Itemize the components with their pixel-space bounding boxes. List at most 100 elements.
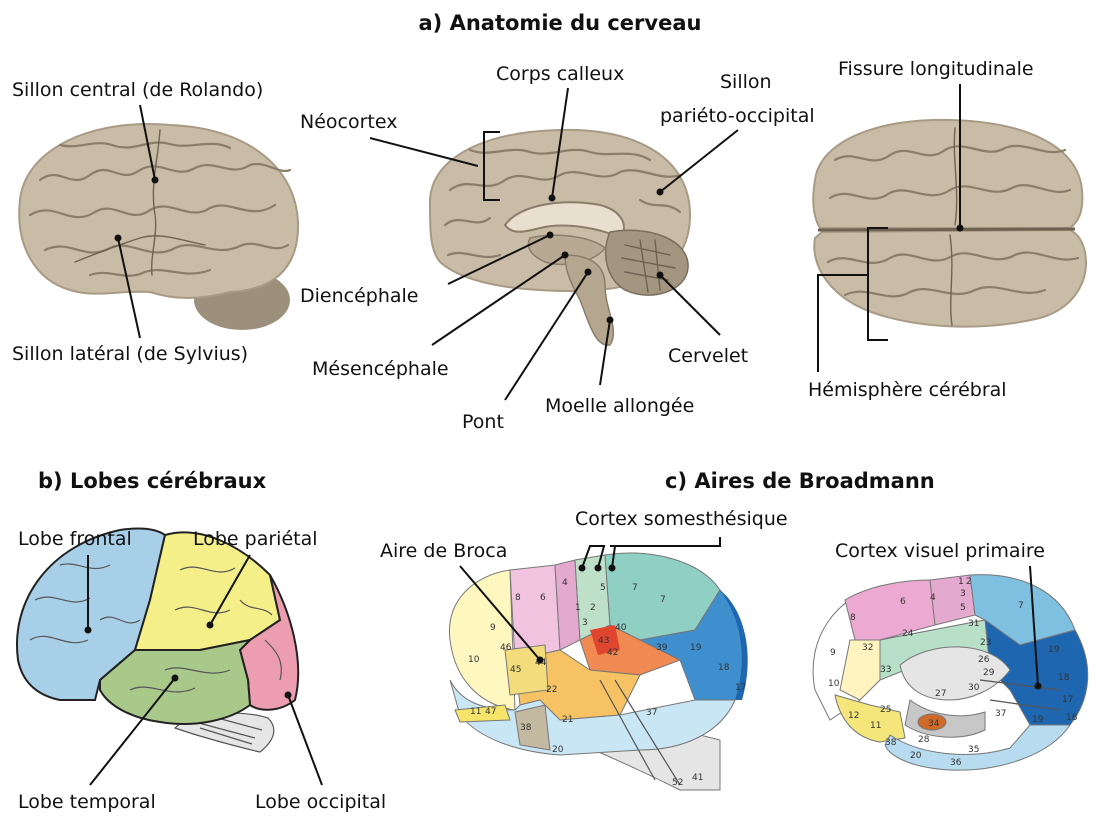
- dot-lobe-parietal: [207, 622, 214, 629]
- label-diencephale: Diencéphale: [300, 285, 419, 307]
- svg-text:4: 4: [930, 593, 936, 603]
- label-fissure: Fissure longitudinale: [838, 58, 1034, 80]
- dot-diencephale: [547, 232, 554, 239]
- svg-text:43: 43: [598, 636, 609, 646]
- dot-somesthesique-2: [595, 565, 602, 572]
- dot-somesthesique-3: [609, 565, 616, 572]
- dot-lobe-occipital: [285, 692, 292, 699]
- svg-text:28: 28: [918, 735, 930, 745]
- dot-sillon-central: [152, 177, 159, 184]
- label-sillon-central: Sillon central (de Rolando): [12, 79, 263, 101]
- svg-text:4: 4: [562, 578, 568, 588]
- svg-text:30: 30: [968, 683, 980, 693]
- svg-text:47: 47: [485, 707, 496, 717]
- dot-cervelet: [657, 272, 664, 279]
- svg-text:7: 7: [1018, 601, 1024, 611]
- svg-text:12: 12: [848, 711, 859, 721]
- dot-pont: [585, 269, 592, 276]
- svg-text:31: 31: [968, 619, 979, 629]
- svg-text:19: 19: [690, 643, 702, 653]
- section-a-title: a) Anatomie du cerveau: [419, 11, 702, 35]
- section-b-title: b) Lobes cérébraux: [38, 469, 267, 493]
- svg-text:45: 45: [510, 665, 521, 675]
- svg-text:37: 37: [646, 708, 657, 718]
- dot-lobe-frontal: [85, 627, 92, 634]
- broadmann-medial-diagram: [813, 575, 1088, 770]
- dot-moelle: [607, 317, 614, 324]
- label-lobe-frontal: Lobe frontal: [18, 528, 132, 550]
- svg-text:20: 20: [552, 745, 564, 755]
- label-lobe-occipital: Lobe occipital: [255, 791, 386, 813]
- svg-text:29: 29: [983, 668, 995, 678]
- label-mesencephale: Mésencéphale: [312, 358, 449, 380]
- svg-text:26: 26: [978, 655, 990, 665]
- svg-text:46: 46: [500, 643, 512, 653]
- svg-text:9: 9: [830, 648, 836, 658]
- label-sillon-parieto-2: pariéto-occipital: [660, 105, 815, 127]
- label-cervelet: Cervelet: [668, 345, 748, 367]
- label-corps-calleux: Corps calleux: [496, 63, 624, 85]
- dot-fissure: [957, 225, 964, 232]
- svg-text:1: 1: [958, 577, 964, 587]
- label-lobe-temporal: Lobe temporal: [18, 791, 156, 813]
- svg-text:38: 38: [520, 723, 532, 733]
- svg-text:11: 11: [470, 707, 481, 717]
- svg-text:20: 20: [910, 751, 922, 761]
- svg-text:38: 38: [885, 738, 897, 748]
- svg-text:17: 17: [1062, 695, 1073, 705]
- svg-text:5: 5: [960, 603, 966, 613]
- svg-text:34: 34: [928, 719, 940, 729]
- svg-text:18: 18: [1058, 673, 1070, 683]
- svg-text:1: 1: [575, 603, 581, 613]
- svg-text:40: 40: [615, 623, 627, 633]
- svg-text:18: 18: [718, 663, 730, 673]
- svg-text:41: 41: [692, 773, 703, 783]
- dot-sillon-parieto: [657, 189, 664, 196]
- svg-text:25: 25: [880, 705, 891, 715]
- dot-broca: [537, 657, 544, 664]
- label-pont: Pont: [462, 411, 504, 433]
- svg-text:33: 33: [880, 665, 891, 675]
- svg-text:36: 36: [950, 758, 962, 768]
- broadmann-lateral-diagram: [449, 553, 747, 790]
- svg-text:9: 9: [490, 623, 496, 633]
- label-neocortex: Néocortex: [300, 111, 397, 133]
- dot-sillon-lateral: [115, 235, 122, 242]
- svg-text:2: 2: [590, 603, 596, 613]
- svg-text:18: 18: [1066, 713, 1078, 723]
- svg-text:17: 17: [735, 683, 746, 693]
- leader-cervelet: [660, 275, 720, 335]
- svg-text:39: 39: [656, 643, 668, 653]
- svg-text:27: 27: [935, 689, 946, 699]
- svg-text:32: 32: [862, 643, 873, 653]
- label-hemisphere: Hémisphère cérébral: [808, 379, 1007, 401]
- leader-lobe-occipital: [288, 695, 322, 785]
- label-sillon-parieto-1: Sillon: [720, 71, 772, 93]
- label-broca: Aire de Broca: [380, 540, 507, 562]
- lobes-brain-diagram: [17, 528, 298, 752]
- svg-text:42: 42: [607, 648, 618, 658]
- svg-text:23: 23: [980, 638, 991, 648]
- svg-text:8: 8: [515, 593, 521, 603]
- superior-brain-photo: [813, 120, 1086, 327]
- dot-lobe-temporal: [172, 675, 179, 682]
- svg-text:3: 3: [960, 589, 966, 599]
- section-c-title: c) Aires de Broadmann: [665, 469, 935, 493]
- label-cortex-visuel: Cortex visuel primaire: [835, 540, 1045, 562]
- svg-text:6: 6: [900, 597, 906, 607]
- svg-text:22: 22: [546, 685, 557, 695]
- svg-text:6: 6: [540, 593, 546, 603]
- dot-mesencephale: [562, 252, 569, 259]
- svg-text:10: 10: [828, 679, 840, 689]
- svg-text:24: 24: [902, 629, 914, 639]
- dot-cortex-visuel: [1035, 683, 1042, 690]
- svg-text:52: 52: [672, 778, 683, 788]
- lateral-brain-photo: [19, 124, 298, 330]
- leader-sillon-parieto: [660, 130, 738, 192]
- sagittal-brain-photo: [430, 130, 690, 345]
- svg-text:2: 2: [966, 577, 972, 587]
- svg-text:37: 37: [995, 709, 1006, 719]
- dot-corps-calleux: [549, 195, 556, 202]
- svg-text:19: 19: [1048, 645, 1060, 655]
